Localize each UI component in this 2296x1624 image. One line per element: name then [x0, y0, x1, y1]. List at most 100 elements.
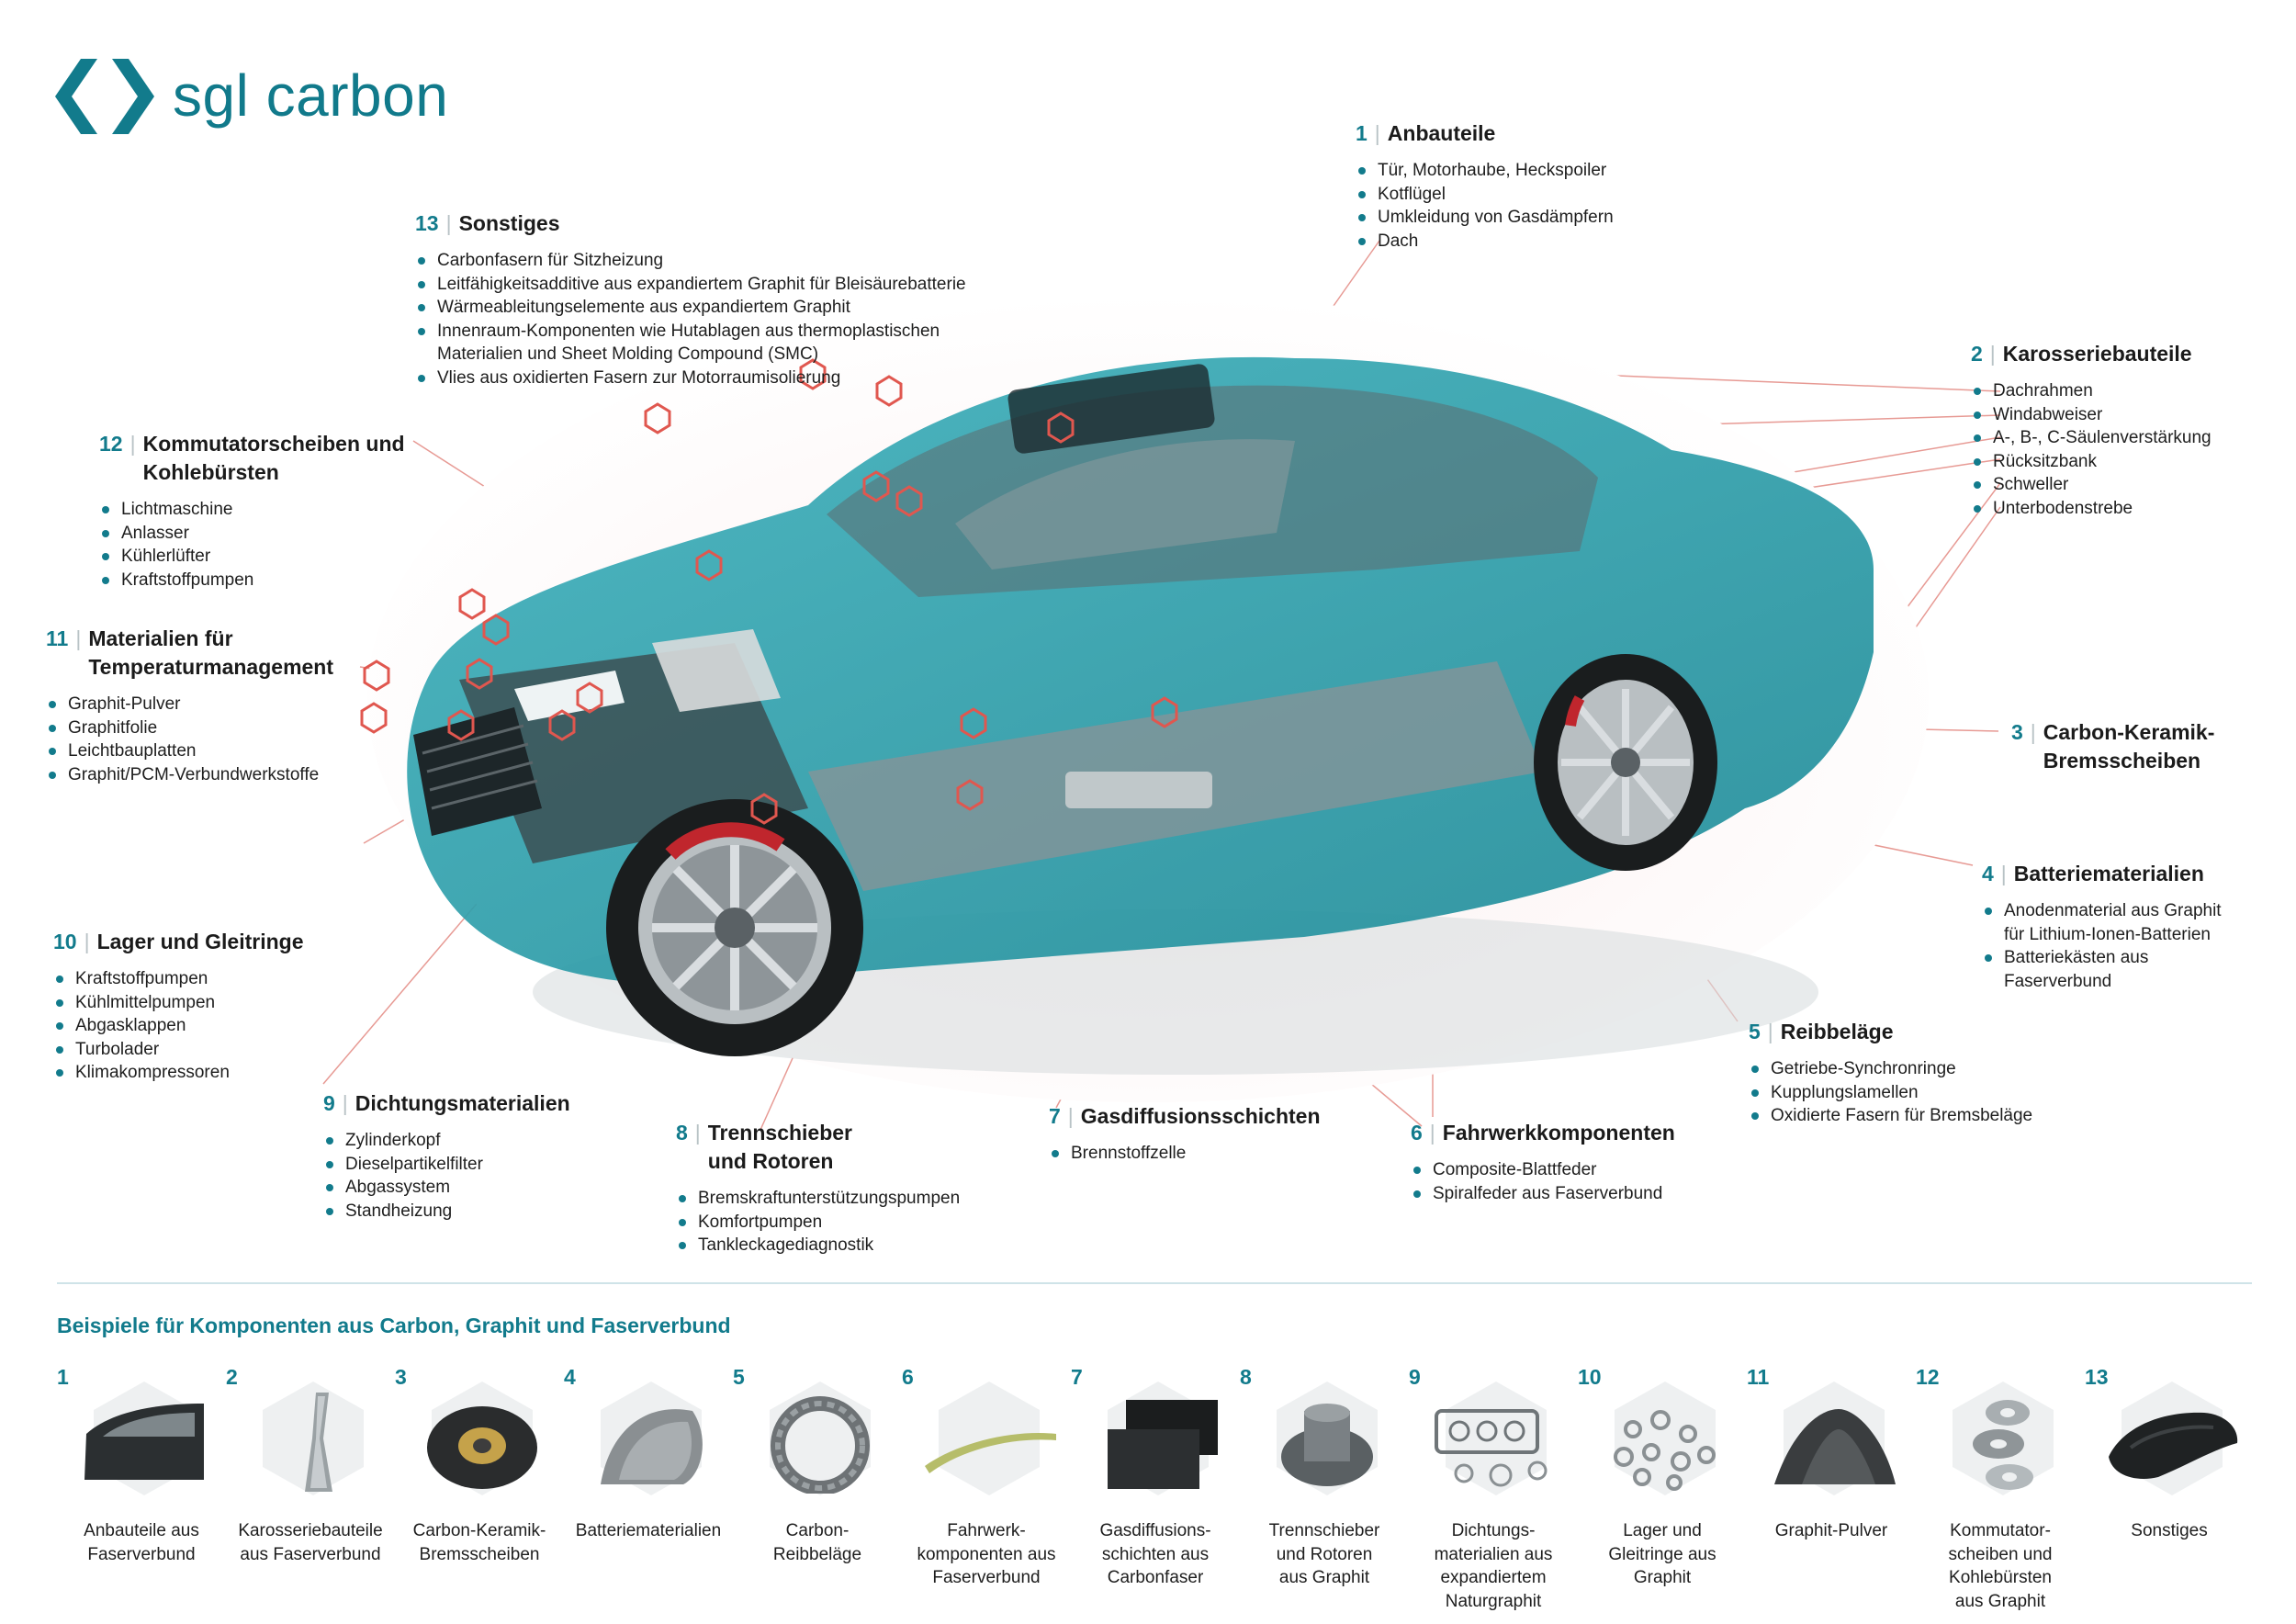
- callout-item: Umkleidung von Gasdämpfern: [1356, 206, 1614, 230]
- example-item: 4 Batteriematerialien: [564, 1365, 733, 1613]
- callout-12: 12|Kommutatorscheiben und Kohlebürsten L…: [99, 430, 405, 592]
- example-caption: Karosseriebauteile aus Faserverbund: [238, 1521, 383, 1564]
- example-item: 5 Carbon- Reibbeläge: [733, 1365, 902, 1613]
- example-caption: Carbon- Reibbeläge: [772, 1521, 862, 1564]
- callout-title: Carbon-Keramik- Bremsscheiben: [2043, 720, 2215, 773]
- callout-item: Kühlmittelpumpen: [53, 991, 304, 1015]
- example-item: 2 Karosseriebauteile aus Faserverbund: [226, 1365, 395, 1613]
- callout-item: Bremskraftunterstützungspumpen: [676, 1187, 960, 1211]
- callout-item: Innenraum-Komponenten wie Hutablagen aus…: [415, 320, 966, 367]
- gasket-icon: [1435, 1409, 1548, 1487]
- callout-item: Dachrahmen: [1971, 379, 2212, 403]
- callout-title: Trennschieber und Rotoren: [707, 1121, 853, 1173]
- callout-item: Abgassystem: [323, 1176, 570, 1200]
- examples-title: Beispiele für Komponenten aus Carbon, Gr…: [57, 1314, 731, 1337]
- callout-item: Turbolader: [53, 1038, 304, 1062]
- callout-title: Lager und Gleitringe: [96, 930, 304, 953]
- callout-6: 6|Fahrwerkkomponenten Composite-Blattfed…: [1411, 1119, 1675, 1205]
- example-caption: Trennschieber und Rotoren aus Graphit: [1268, 1521, 1380, 1587]
- example-caption: Fahrwerk- komponenten aus Faserverbund: [917, 1521, 1056, 1587]
- graphite-powder-pile-icon: [601, 1409, 703, 1484]
- callout-item: Schweller: [1971, 473, 2212, 497]
- rear-wheel: [1534, 654, 1717, 871]
- brand-logo: sgl carbon: [55, 57, 459, 140]
- callout-item: Zylinderkopf: [323, 1129, 570, 1153]
- callout-11: 11|Materialien für Temperaturmanagement …: [46, 625, 333, 786]
- example-caption: Anbauteile aus Faserverbund: [84, 1521, 199, 1564]
- callout-item: Lichtmaschine: [99, 498, 405, 522]
- callout-10: 10|Lager und Gleitringe Kraftstoffpumpen…: [53, 928, 304, 1085]
- callout-item: Spiralfeder aus Faserverbund: [1411, 1182, 1675, 1206]
- callout-title: Fahrwerkkomponenten: [1442, 1121, 1675, 1145]
- pillar-icon: [305, 1393, 332, 1492]
- callout-item: Kraftstoffpumpen: [99, 569, 405, 592]
- callout-item: Standheizung: [323, 1200, 570, 1224]
- example-caption: Dichtungs- materialien aus expandiertem …: [1434, 1521, 1553, 1611]
- example-caption: Graphit-Pulver: [1774, 1521, 1888, 1540]
- car-illustration: [360, 294, 1929, 1102]
- hexagon-markers: [360, 358, 1178, 825]
- example-item: 1 Anbauteile aus Faserverbund: [57, 1365, 226, 1613]
- callout-title: Dichtungsmaterialien: [355, 1091, 570, 1115]
- callout-item: Rücksitzbank: [1971, 450, 2212, 474]
- callout-item: Kühlerlüfter: [99, 545, 405, 569]
- callout-title: Batteriematerialien: [2013, 862, 2204, 885]
- callout-title: Gasdiffusionsschichten: [1080, 1104, 1321, 1128]
- sgl-logo-icon: [55, 59, 154, 134]
- rotor-icon: [1281, 1404, 1373, 1486]
- callout-title: Materialien für Temperaturmanagement: [88, 626, 334, 679]
- callout-7: 7|Gasdiffusionsschichten Brennstoffzelle: [1049, 1102, 1321, 1166]
- example-item: 6 Fahrwerk- komponenten aus Faserverbund: [902, 1365, 1071, 1613]
- example-item: 10 Lager und Gleitringe aus Graphit: [1578, 1365, 1747, 1613]
- callout-item: Dieselpartikelfilter: [323, 1153, 570, 1177]
- brand-name: sgl carbon: [173, 62, 449, 129]
- car-door-icon: [84, 1404, 204, 1480]
- callout-4: 4|Batteriematerialien Anodenmaterial aus…: [1982, 860, 2222, 993]
- callout-item: Graphitfolie: [46, 716, 333, 740]
- callout-title: Kommutatorscheiben und Kohlebürsten: [142, 432, 405, 484]
- example-item: 12 Kommutator- scheiben und Kohlebürsten…: [1916, 1365, 2085, 1613]
- callout-item: Carbonfasern für Sitzheizung: [415, 249, 966, 273]
- callout-title: Karosseriebauteile: [2002, 342, 2192, 366]
- callout-item: Leitfähigkeitsadditive aus expandiertem …: [415, 273, 966, 297]
- powder-icon: [1774, 1409, 1896, 1484]
- callout-13: 13|Sonstiges Carbonfasern für Sitzheizun…: [415, 209, 966, 389]
- callout-item: Graphit-Pulver: [46, 693, 333, 716]
- front-wheel: [606, 799, 863, 1056]
- callout-item: Batteriekästen aus Faserverbund: [1982, 946, 2222, 993]
- carbon-sheet-icon: [1108, 1400, 1218, 1489]
- callout-title: Anbauteile: [1387, 121, 1496, 145]
- callout-item: Klimakompressoren: [53, 1061, 304, 1085]
- example-item: 3 Carbon-Keramik- Bremsscheiben: [395, 1365, 564, 1613]
- callout-item: Kraftstoffpumpen: [53, 967, 304, 991]
- example-caption: Kommutator- scheiben und Kohlebürsten au…: [1948, 1521, 2053, 1611]
- callout-1: 1|Anbauteile Tür, Motorhaube, Heckspoile…: [1356, 119, 1614, 253]
- example-item: 7 Gasdiffusions- schichten aus Carbonfas…: [1071, 1365, 1240, 1613]
- brake-disc-icon: [427, 1406, 537, 1489]
- callout-item: Dach: [1356, 230, 1614, 254]
- callout-item: Brennstoffzelle: [1049, 1142, 1321, 1166]
- leaf-spring-icon: [925, 1433, 1056, 1473]
- example-item: 13 Sonstiges: [2085, 1365, 2254, 1613]
- example-caption: Gasdiffusions- schichten aus Carbonfaser: [1099, 1521, 1211, 1587]
- callout-title: Reibbeläge: [1780, 1020, 1894, 1043]
- callout-item: Oxidierte Fasern für Bremsbeläge: [1749, 1104, 2032, 1128]
- callout-item: Abgasklappen: [53, 1014, 304, 1038]
- commutator-icon: [1973, 1400, 2033, 1490]
- callout-item: Kupplungslamellen: [1749, 1081, 2032, 1105]
- callout-item: Anodenmaterial aus Graphit für Lithium-I…: [1982, 899, 2222, 946]
- callout-item: Anlasser: [99, 522, 405, 546]
- example-item: 8 Trennschieber und Rotoren aus Graphit: [1240, 1365, 1409, 1613]
- callout-8: 8|Trennschieber und Rotoren Bremskraftun…: [676, 1119, 960, 1257]
- bearing-rings-icon: [1614, 1410, 1716, 1491]
- callout-item: Graphit/PCM-Verbundwerkstoffe: [46, 763, 333, 787]
- example-caption: Lager und Gleitringe aus Graphit: [1608, 1521, 1716, 1587]
- callout-item: Windabweiser: [1971, 403, 2212, 427]
- friction-ring-icon: [771, 1396, 870, 1494]
- callout-title: Sonstiges: [458, 211, 560, 235]
- callout-item: Getriebe-Synchronringe: [1749, 1057, 2032, 1081]
- callout-item: Tür, Motorhaube, Heckspoiler: [1356, 159, 1614, 183]
